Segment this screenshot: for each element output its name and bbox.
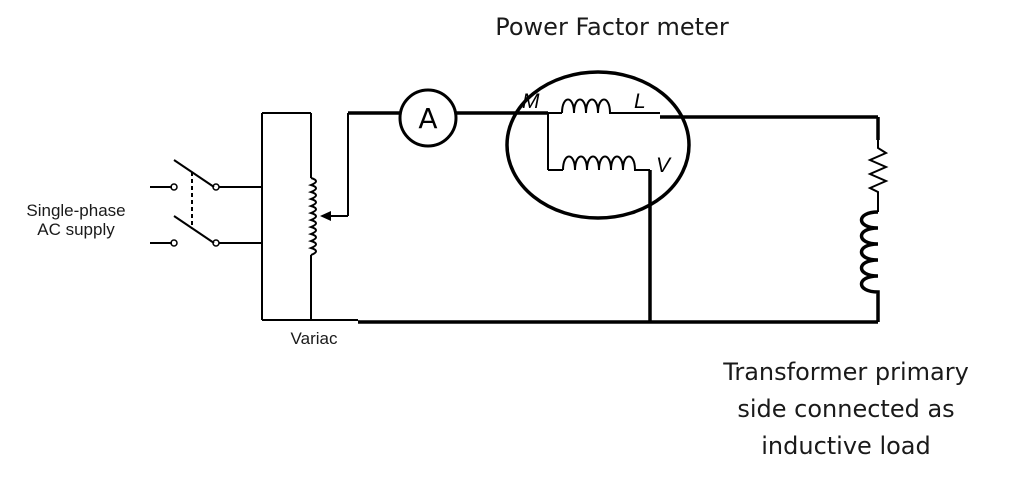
wiper-arrow-icon — [320, 211, 331, 221]
supply-label-line2: AC supply — [37, 220, 115, 239]
terminal-v-label: V — [656, 154, 672, 177]
ac-supply-switch — [150, 159, 262, 247]
power-factor-meter: M L V — [505, 70, 691, 220]
resistor-zigzag — [867, 140, 889, 212]
inductive-load — [859, 140, 889, 300]
pf-meter-title: Power Factor meter — [495, 13, 729, 41]
terminal-l-label: L — [634, 90, 646, 113]
load-caption-line1: Transformer primary — [722, 358, 969, 386]
variac-autotransformer — [261, 112, 358, 321]
load-caption-line2: side connected as — [737, 395, 954, 423]
current-coil — [561, 98, 620, 114]
load-inductor-coil — [859, 210, 880, 300]
supply-label-line1: Single-phase — [26, 201, 125, 220]
load-caption: Transformer primary side connected as in… — [722, 358, 969, 460]
supply-label: Single-phase AC supply — [26, 201, 125, 239]
voltage-coil — [562, 155, 637, 171]
ammeter: A — [398, 88, 458, 148]
ammeter-label: A — [418, 102, 437, 135]
variac-label: Variac — [291, 329, 338, 348]
circuit-wiring — [348, 111, 880, 324]
load-caption-line3: inductive load — [761, 432, 931, 460]
variac-coil — [307, 177, 317, 256]
terminal-m-label: M — [522, 90, 540, 113]
